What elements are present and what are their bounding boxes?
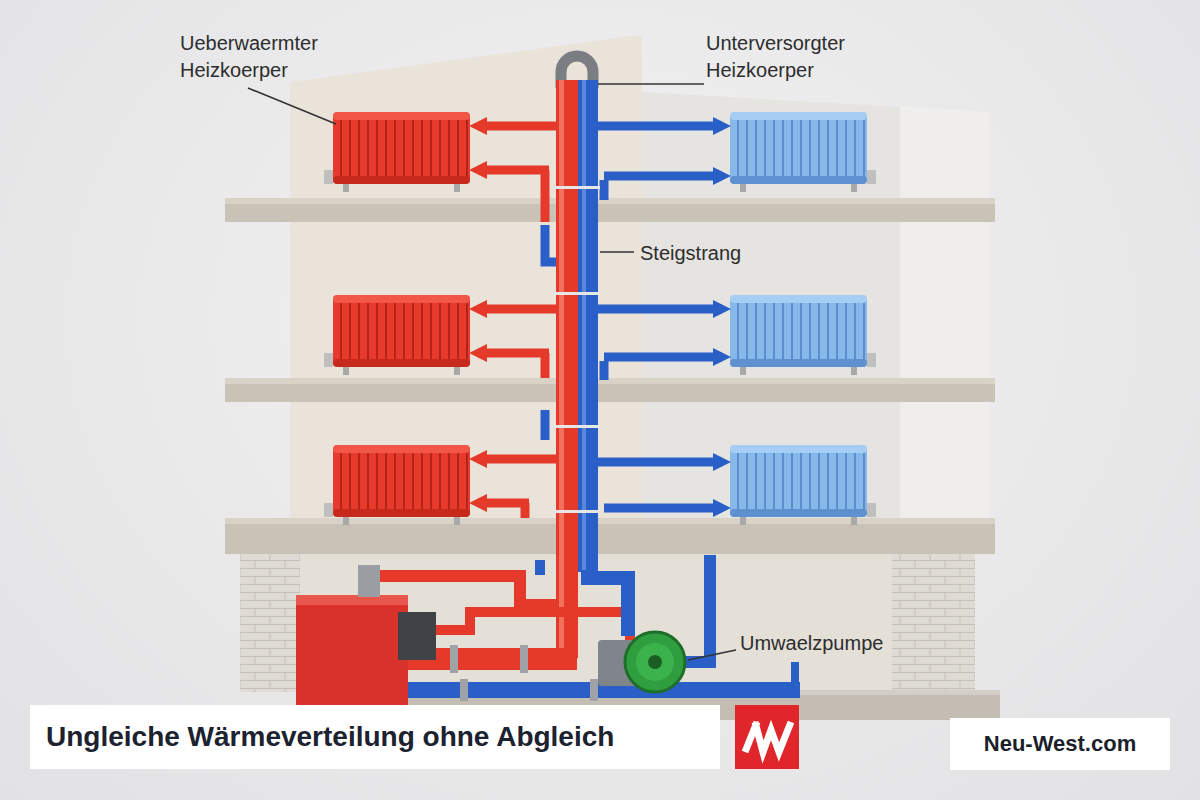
brick-wall xyxy=(240,552,300,692)
pump xyxy=(598,632,685,692)
callout-label: Unterversorgter Heizkoerper xyxy=(706,30,906,84)
pump-body xyxy=(625,632,685,692)
pump-face xyxy=(636,643,674,681)
return-pipe xyxy=(478,166,549,175)
pump-hub xyxy=(648,655,662,669)
boiler-burner xyxy=(398,612,436,660)
hot-radiator xyxy=(324,445,470,525)
right-wall xyxy=(642,92,990,540)
return-pipe xyxy=(541,410,550,440)
return-pipe xyxy=(604,353,722,362)
pipe-clamp xyxy=(554,425,600,428)
supply-pipe xyxy=(478,122,556,131)
logo-square xyxy=(735,705,799,769)
pipe-clamp xyxy=(590,679,598,701)
watermark: Neu-West.com xyxy=(950,718,1170,770)
floor-slab xyxy=(225,518,995,554)
brick-wall xyxy=(892,552,975,692)
pipe-clamp xyxy=(520,645,528,673)
leader-line xyxy=(688,650,736,660)
supply-pipe xyxy=(478,305,556,314)
pipe-clamp xyxy=(450,645,458,673)
hot-pipe xyxy=(420,612,630,640)
leader-line xyxy=(600,251,634,253)
supply-pipe xyxy=(598,305,722,314)
hot-radiator xyxy=(324,112,470,192)
floor-slab xyxy=(225,378,995,402)
title-text: Ungleiche Wärmeverteilung ohne Abgleich xyxy=(46,720,614,754)
riser-hot xyxy=(556,80,578,658)
leader-line xyxy=(598,83,704,85)
callout-label: Ueberwaermter Heizkoerper xyxy=(180,30,380,84)
riser-cold xyxy=(578,80,598,572)
return-pipe xyxy=(604,172,722,181)
boiler-top xyxy=(296,595,408,605)
boiler-body xyxy=(296,595,408,705)
hot-radiator xyxy=(324,295,470,375)
riser-highlight xyxy=(559,80,564,658)
logo xyxy=(735,705,799,769)
radiators xyxy=(324,112,876,525)
riser xyxy=(554,56,600,658)
floor-slab-top xyxy=(225,198,995,204)
side-wall xyxy=(900,106,990,540)
cold-radiator xyxy=(730,112,876,192)
floor-slab xyxy=(225,198,995,222)
cold-pipe xyxy=(535,560,545,575)
supply-pipe xyxy=(478,455,556,464)
leader-lines xyxy=(248,84,736,660)
basement-pipes xyxy=(372,555,800,701)
supply-pipe xyxy=(598,458,722,467)
pipe-clamp xyxy=(554,510,600,513)
flue-pipe xyxy=(358,565,380,597)
cold-pipe xyxy=(760,662,795,690)
return-pipe xyxy=(600,180,609,200)
floor-slab-top xyxy=(225,378,995,384)
supply-pipe xyxy=(598,122,722,131)
callout-label: Steigstrang xyxy=(640,240,800,267)
pipe-clamp xyxy=(554,292,600,295)
return-pipe xyxy=(478,499,529,508)
pipe-clamp xyxy=(460,679,468,701)
branch-pipes xyxy=(478,126,722,518)
riser-highlight xyxy=(582,80,586,572)
cold-pipe xyxy=(588,570,628,636)
boiler xyxy=(296,565,436,705)
return-pipe xyxy=(541,170,550,222)
title-box: Ungleiche Wärmeverteilung ohne Abgleich xyxy=(30,705,720,769)
floor-slab-top xyxy=(225,518,995,524)
building xyxy=(225,36,1000,720)
cold-pipe xyxy=(680,555,710,662)
return-pipe xyxy=(604,504,722,513)
pipe-clamp xyxy=(554,186,600,189)
leader-line xyxy=(248,88,336,124)
return-pipe xyxy=(600,361,609,380)
return-pipe xyxy=(478,349,549,358)
callout-label: Umwaelzpumpe xyxy=(740,630,910,657)
cold-radiator xyxy=(730,295,876,375)
logo-mark xyxy=(745,722,791,752)
cold-radiator xyxy=(730,445,876,525)
